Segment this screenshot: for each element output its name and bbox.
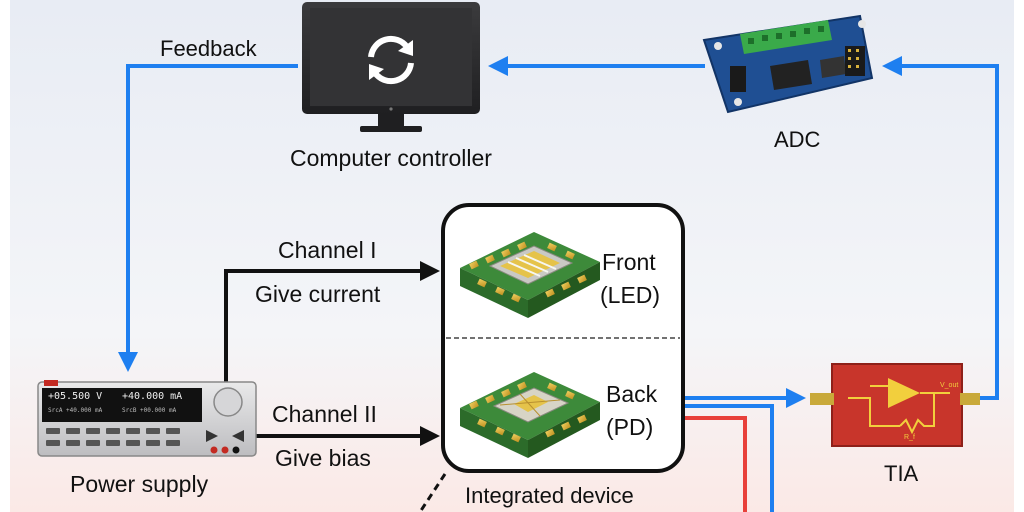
channel1-arrow	[224, 261, 440, 385]
give-bias-label: Give bias	[275, 445, 371, 471]
front-label: Front	[602, 249, 656, 275]
dashed-pointer-line	[418, 473, 447, 512]
tia-rf-label: R_f	[904, 434, 915, 441]
tia-vout-label: V_out	[940, 382, 959, 389]
adc-board-icon	[702, 14, 874, 114]
computer-monitor-icon	[302, 2, 480, 132]
channel-2-label: Channel II	[272, 401, 377, 427]
computer-controller-label: Computer controller	[290, 145, 492, 171]
pd-ground-blue-line	[683, 404, 774, 512]
adc-label: ADC	[774, 127, 821, 152]
pd-label: (PD)	[606, 414, 654, 440]
feedback-label: Feedback	[160, 36, 257, 61]
ps-display-voltage: +05.500 V	[48, 391, 103, 402]
tia-label: TIA	[884, 461, 919, 486]
led-label: (LED)	[600, 282, 661, 308]
power-supply-label: Power supply	[70, 471, 209, 497]
led-chip-icon	[460, 232, 600, 318]
integrated-device-label: Integrated device	[465, 483, 634, 508]
pd-chip-icon	[460, 372, 600, 458]
feedback-arrow	[118, 64, 298, 372]
tia-module-icon	[810, 363, 980, 447]
ps-display-current: +40.000 mA	[122, 391, 183, 402]
channel-1-label: Channel I	[278, 237, 377, 263]
ps-display-src-b: SrcB +00.000 mA	[122, 407, 177, 414]
pd-red-line	[683, 416, 747, 512]
ps-display-src-a: SrcA +40.000 mA	[48, 407, 103, 414]
give-current-label: Give current	[255, 281, 381, 307]
back-label: Back	[606, 381, 658, 407]
refresh-icon	[368, 35, 414, 85]
power-supply-icon	[37, 380, 257, 457]
